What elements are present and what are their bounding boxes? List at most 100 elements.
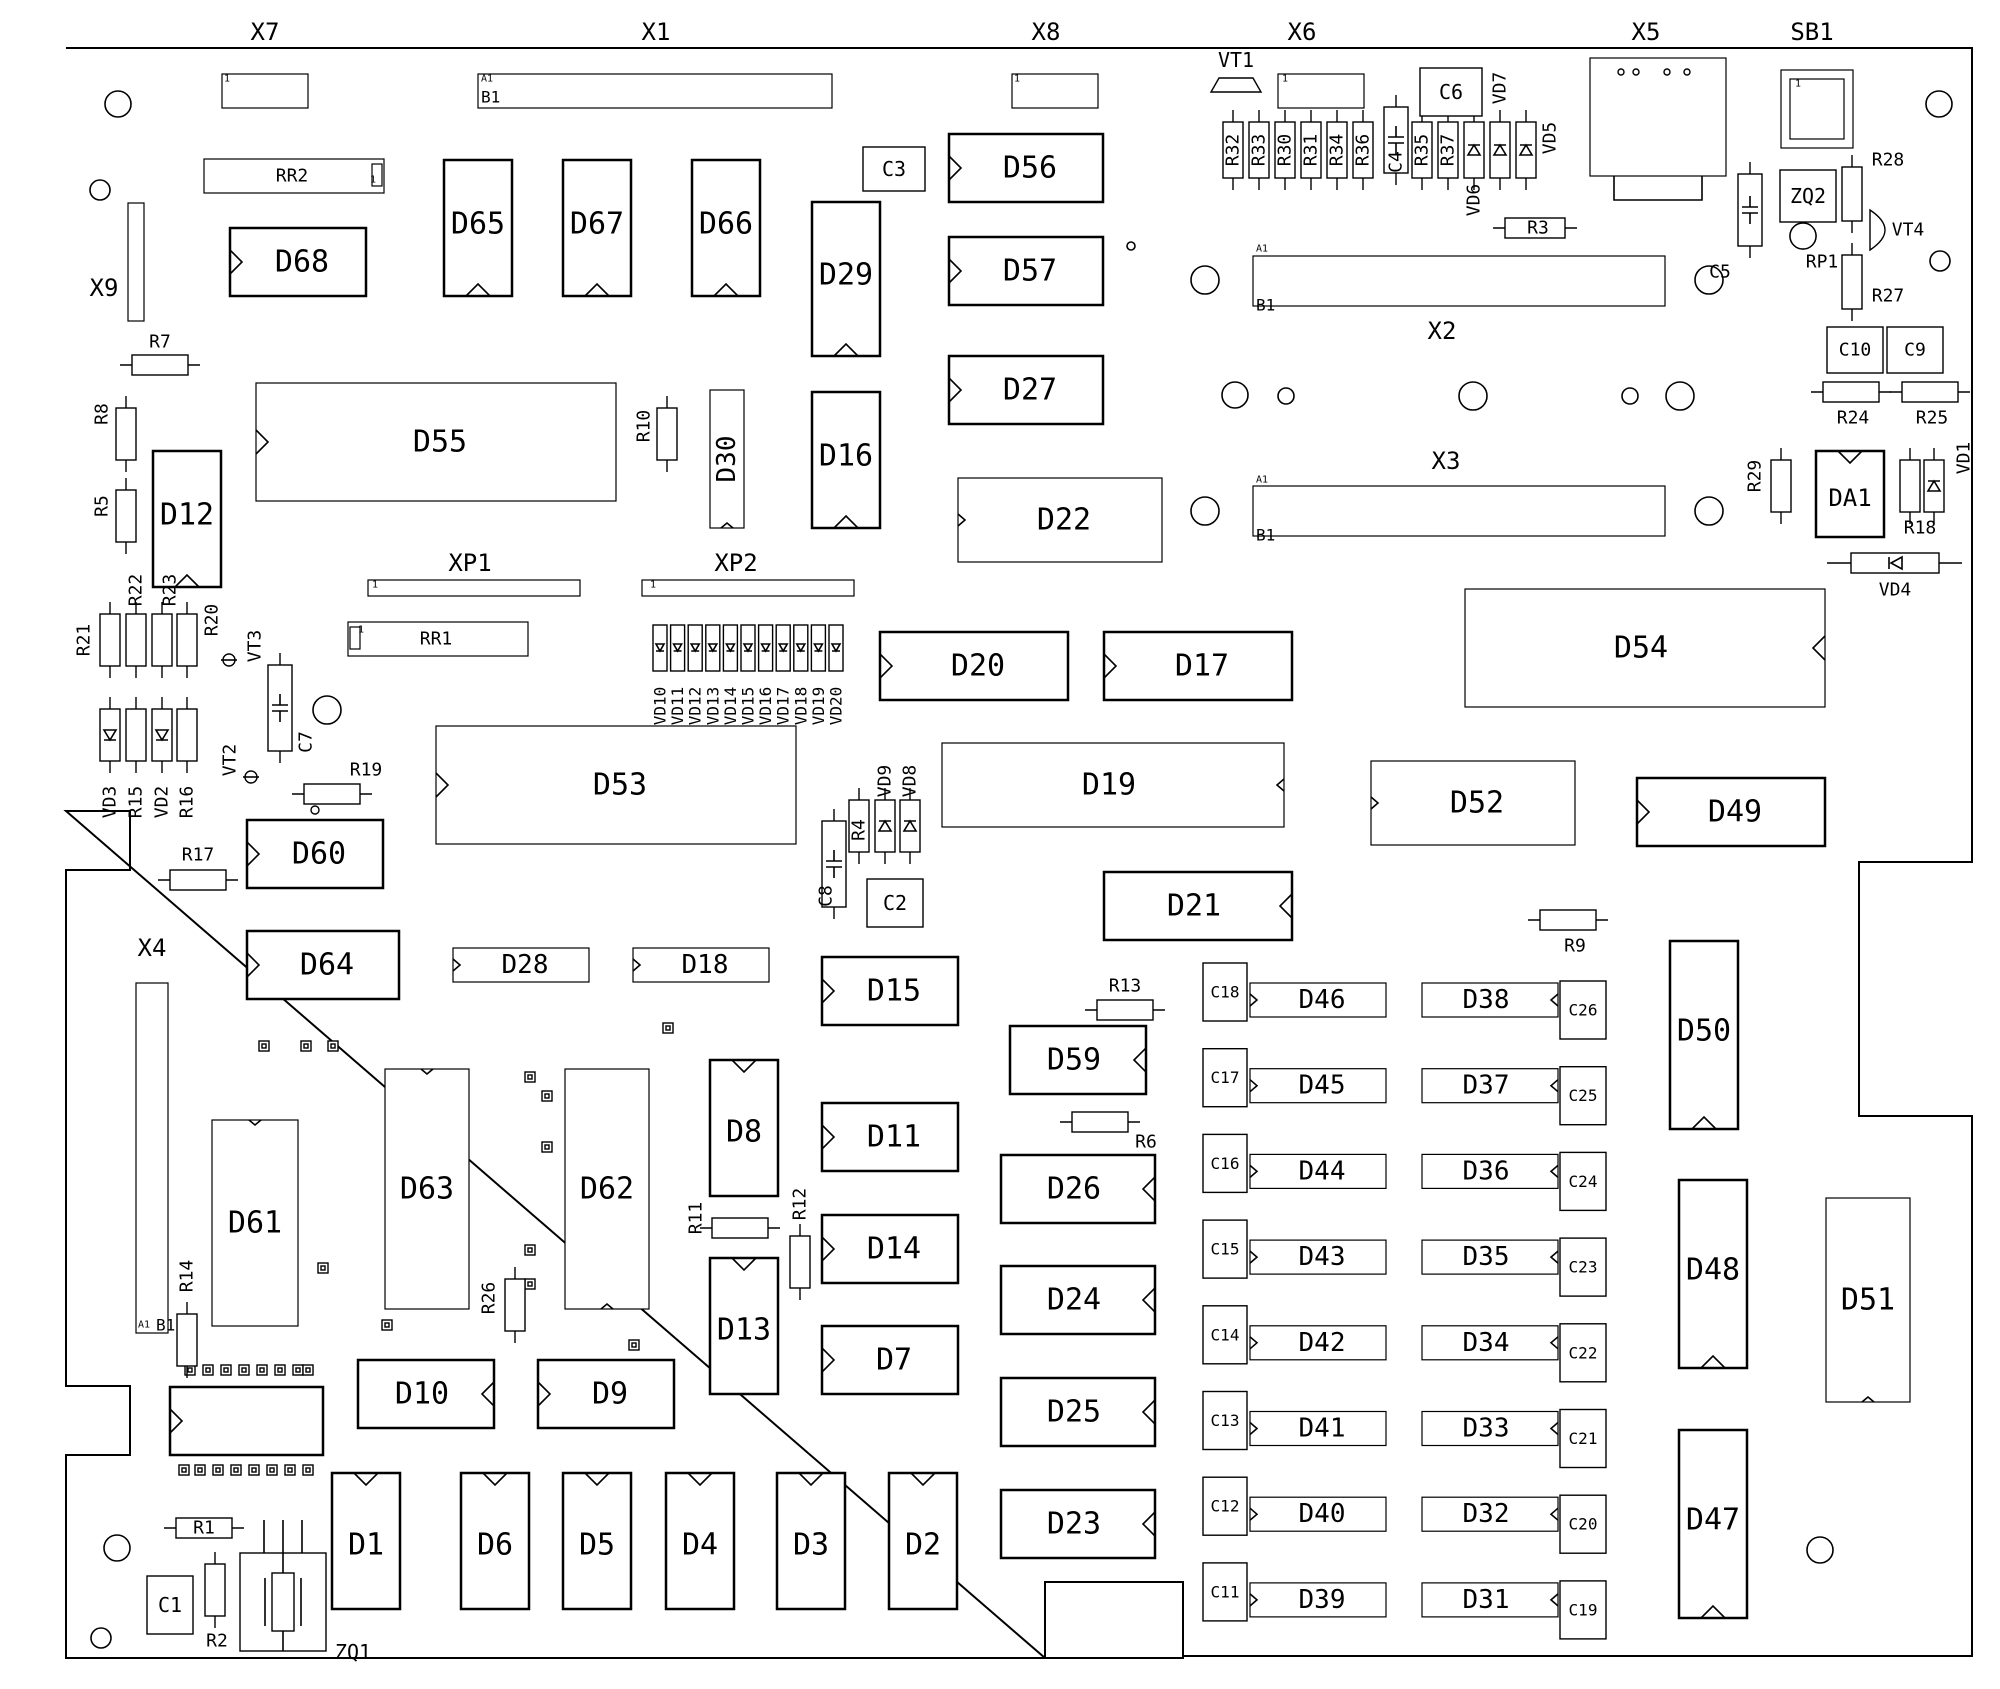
crystal-zq2-body bbox=[1779, 169, 1837, 223]
ref-r4: R4 bbox=[849, 819, 870, 841]
ref-rr2: RR2 bbox=[276, 166, 309, 187]
ref-r36: R36 bbox=[1353, 134, 1374, 167]
ref-r27: R27 bbox=[1872, 286, 1905, 307]
ref-r26: R26 bbox=[479, 1282, 500, 1315]
mounting-hole bbox=[104, 90, 132, 118]
ref-d41: D41 bbox=[1299, 1414, 1346, 1444]
ref-x6: X6 bbox=[1288, 18, 1317, 46]
ref-c17: C17 bbox=[1211, 1068, 1240, 1087]
ic-d17-body bbox=[1102, 630, 1294, 702]
pin-marker-sb1: 1 bbox=[1795, 79, 1801, 90]
resistor-r13-body bbox=[1096, 999, 1154, 1021]
ref-c9: C9 bbox=[1904, 340, 1926, 361]
pin1-notch bbox=[229, 249, 244, 275]
mounting-hole bbox=[1458, 381, 1488, 411]
ref-d4: D4 bbox=[682, 1528, 718, 1563]
pin1-notch bbox=[248, 1119, 262, 1127]
test-pad-drill bbox=[527, 1247, 533, 1253]
test-pad-drill bbox=[303, 1043, 309, 1049]
pin1-notch bbox=[1837, 450, 1863, 465]
diode-array-body bbox=[775, 624, 791, 672]
ref-d27: D27 bbox=[1003, 373, 1057, 408]
ref-d30: D30 bbox=[712, 436, 742, 483]
ref-c2: C2 bbox=[883, 891, 907, 915]
capacitor-c16-body bbox=[1202, 1133, 1248, 1194]
resistor-r22-body bbox=[125, 613, 147, 667]
diode-symbol bbox=[742, 643, 754, 653]
pin-marker-x7: 1 bbox=[224, 74, 230, 85]
pin1-notch bbox=[948, 258, 963, 284]
capacitor-c6-body bbox=[1419, 67, 1483, 117]
pin1-notch bbox=[687, 1472, 713, 1487]
ref-r3: R3 bbox=[1527, 218, 1549, 239]
diode-symbol bbox=[795, 643, 807, 653]
ref-d36: D36 bbox=[1463, 1156, 1510, 1186]
ref-d39: D39 bbox=[1299, 1585, 1346, 1615]
mounting-hole bbox=[1694, 496, 1724, 526]
ref-x5: X5 bbox=[1632, 18, 1661, 46]
pin1-notch bbox=[420, 1068, 434, 1076]
resistor-r21-body bbox=[99, 613, 121, 667]
ref-vd5: VD5 bbox=[1540, 122, 1561, 155]
resistor-r8-body bbox=[115, 407, 137, 461]
ref-d13: D13 bbox=[717, 1313, 771, 1348]
pin1-notch bbox=[465, 282, 491, 297]
test-pad-drill bbox=[251, 1467, 257, 1473]
ref-d15: D15 bbox=[867, 974, 921, 1009]
connector-xp2-body bbox=[641, 579, 855, 597]
capacitor-c9-body bbox=[1886, 326, 1944, 374]
pin1-notch bbox=[537, 1381, 552, 1407]
rr2-pin1-mark bbox=[371, 163, 383, 187]
ref-d37: D37 bbox=[1463, 1071, 1510, 1101]
pin1-notch bbox=[1249, 993, 1259, 1007]
capacitor-c25-body bbox=[1559, 1065, 1607, 1126]
ref-rp1: RP1 bbox=[1806, 252, 1839, 273]
resistor-r12-body bbox=[789, 1235, 811, 1289]
ref-d51: D51 bbox=[1841, 1283, 1895, 1318]
test-pad-drill bbox=[544, 1144, 550, 1150]
pin1-notch bbox=[1549, 1079, 1559, 1093]
capacitor-c24-body bbox=[1559, 1151, 1607, 1212]
ref-d50: D50 bbox=[1677, 1014, 1731, 1049]
ref-r11: R11 bbox=[686, 1202, 707, 1235]
ref-c15: C15 bbox=[1211, 1240, 1240, 1259]
pin1-notch bbox=[1549, 1164, 1559, 1179]
diode-symbol bbox=[1888, 555, 1903, 571]
ic-d5-body bbox=[561, 1471, 633, 1611]
ref-r14: R14 bbox=[177, 1260, 198, 1293]
connector-x1-body bbox=[477, 73, 833, 109]
ic-d3-body bbox=[775, 1471, 847, 1611]
pin1-notch bbox=[1549, 1336, 1559, 1350]
ic-d19-body bbox=[941, 742, 1285, 828]
resistor-r24-body bbox=[1822, 381, 1880, 403]
diode-symbol bbox=[877, 819, 893, 832]
ic-d14-body bbox=[820, 1213, 960, 1285]
pin1-notch bbox=[1141, 1399, 1156, 1425]
pin-marker-x8: 1 bbox=[1014, 74, 1020, 85]
ic-d44-body bbox=[1249, 1153, 1387, 1190]
ref-c6: C6 bbox=[1439, 80, 1463, 104]
ref-d62: D62 bbox=[580, 1172, 634, 1207]
ref-r20: R20 bbox=[202, 604, 223, 637]
resistor-r36-body bbox=[1352, 121, 1374, 179]
pin-marker-x3: B1 bbox=[1256, 526, 1275, 545]
test-pad-drill bbox=[320, 1265, 326, 1271]
ref-d63: D63 bbox=[400, 1172, 454, 1207]
ic-d51-body bbox=[1825, 1197, 1911, 1403]
ic-d57-body bbox=[947, 235, 1105, 307]
ic-d46-body bbox=[1249, 982, 1387, 1018]
ref-r37: R37 bbox=[1438, 134, 1459, 167]
ic-d30-body bbox=[709, 389, 745, 529]
transistor-vt1-body bbox=[1209, 77, 1263, 93]
ref-c19: C19 bbox=[1569, 1600, 1598, 1619]
capacitor-c14-body bbox=[1202, 1305, 1248, 1365]
resistor-r2-body bbox=[204, 1563, 226, 1617]
trimmer-rp1-body bbox=[1789, 222, 1817, 250]
ref-vd12: VD12 bbox=[686, 687, 705, 726]
ref-vt2: VT2 bbox=[220, 744, 241, 777]
pin1-notch bbox=[1700, 1354, 1726, 1369]
mounting-hole bbox=[1929, 250, 1951, 272]
rr1-pin1-mark bbox=[349, 626, 361, 650]
connector-xp1-body bbox=[367, 579, 581, 597]
